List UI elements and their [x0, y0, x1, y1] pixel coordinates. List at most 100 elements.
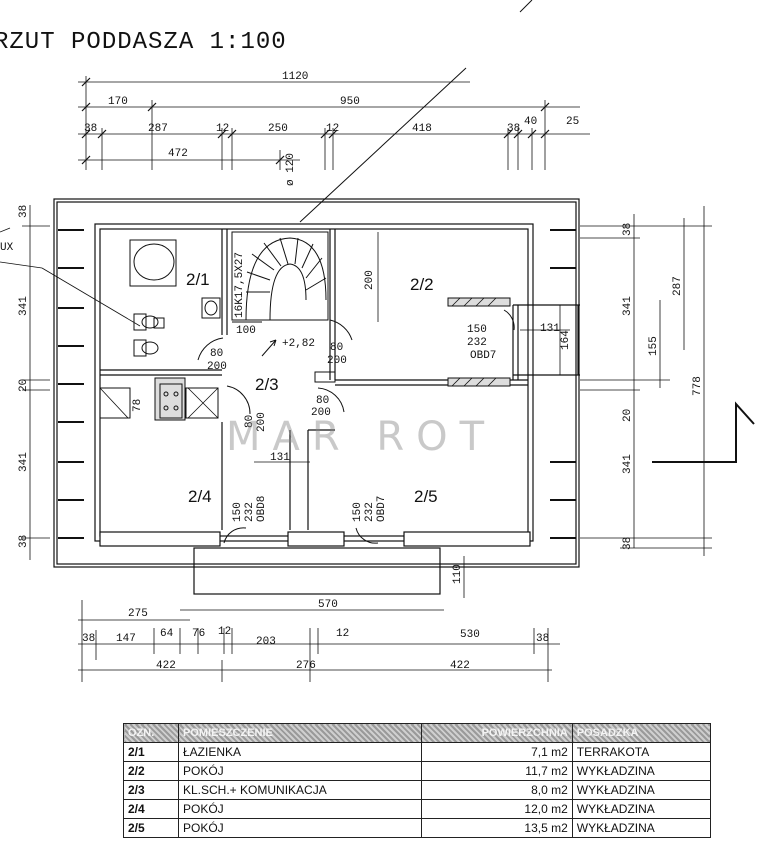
legend-code: 2/3	[123, 780, 179, 800]
dim-t250: 250	[268, 123, 288, 135]
dim-200: 200	[364, 270, 376, 290]
dim-t38b: 38	[507, 123, 520, 135]
window-2-2-height: 232	[467, 337, 487, 349]
table-row: 2/4 POKÓJ 12,0 m2 WYKŁADZINA	[123, 799, 712, 819]
left-dimensions	[22, 205, 50, 560]
legend-code: 2/5	[123, 818, 179, 838]
dim-b38b: 38	[536, 633, 549, 645]
legend-floor: WYKŁADZINA	[571, 780, 712, 800]
legend-header-row: OZN. POMIESZCZENIE POWIERZCHNIA POSADZKA	[123, 723, 712, 743]
dim-r341a: 341	[622, 296, 634, 316]
legend-header-code: OZN.	[123, 723, 179, 743]
dim-b38a: 38	[82, 633, 95, 645]
window-2-4-width: 150	[232, 502, 244, 522]
window-2-5-height: 232	[364, 502, 376, 522]
dim-b570: 570	[318, 599, 338, 611]
stairs-label: 16K17,5X27	[234, 252, 246, 318]
window-2-5-code: OBD7	[376, 496, 388, 522]
dim-l20: 20	[18, 379, 30, 392]
section-marker	[652, 401, 755, 463]
bathtub	[129, 239, 177, 287]
dim-t418: 418	[412, 123, 432, 135]
spiral-staircase	[231, 231, 329, 323]
balcony	[193, 547, 441, 595]
dim-b422a: 422	[156, 660, 176, 672]
legend-room-name: ŁAZIENKA	[178, 742, 422, 762]
legend-code: 2/4	[123, 799, 179, 819]
dim-t472: 472	[168, 148, 188, 160]
dim-l38-top: 38	[18, 205, 30, 218]
dim-t12b: 12	[326, 123, 339, 135]
door-b-height: 200	[327, 355, 347, 367]
door-c-height: 200	[256, 412, 268, 432]
level-label: +2,82	[282, 338, 315, 350]
dim-b275: 275	[128, 608, 148, 620]
door-d-width: 80	[316, 395, 329, 407]
right-dimensions	[580, 206, 712, 556]
legend-header-room: POMIESZCZENIE	[178, 723, 422, 743]
dim-b530: 530	[460, 629, 480, 641]
dim-b276: 276	[296, 660, 316, 672]
dim-r38a: 38	[622, 223, 634, 236]
dim-t25: 25	[566, 116, 579, 128]
legend-room-name: KL.SCH.+ KOMUNIKACJA	[178, 780, 422, 800]
toilet-icon	[133, 313, 165, 357]
room-label-2-2: 2/2	[410, 275, 434, 294]
legend-floor: WYKŁADZINA	[571, 761, 712, 781]
legend-room-name: POKÓJ	[178, 799, 422, 819]
room-label-2-3: 2/3	[255, 375, 279, 394]
dim-r778: 778	[692, 376, 704, 396]
dim-r20: 20	[622, 409, 634, 422]
dim-b12a: 12	[218, 626, 231, 638]
dim-131a: 131	[270, 452, 290, 464]
lux-label: UX	[0, 242, 14, 254]
dim-b147: 147	[116, 633, 136, 645]
dim-t12a: 12	[216, 123, 229, 135]
door-a-height: 200	[207, 361, 227, 373]
legend-floor: WYKŁADZINA	[571, 799, 712, 819]
table-row: 2/3 KL.SCH.+ KOMUNIKACJA 8,0 m2 WYKŁADZI…	[123, 780, 712, 800]
legend-room-name: POKÓJ	[178, 818, 422, 838]
dim-top-total: 1120	[282, 71, 308, 83]
window-2-5-width: 150	[352, 502, 364, 522]
door-c-width: 80	[244, 415, 256, 428]
legend-code: 2/1	[123, 742, 179, 762]
legend-area: 11,7 m2	[420, 761, 573, 781]
legend-area: 12,0 m2	[420, 799, 573, 819]
window-2-4-height: 232	[244, 502, 256, 522]
dim-t287: 287	[148, 123, 168, 135]
door-d-height: 200	[311, 407, 331, 419]
dim-b64: 64	[160, 628, 174, 640]
door-a-width: 80	[210, 348, 223, 360]
dim-b76: 76	[192, 628, 205, 640]
dim-r341b: 341	[622, 454, 634, 474]
door-b-width: 80	[330, 342, 343, 354]
watermark: MAR ROT	[226, 414, 496, 460]
dim-t40: 40	[524, 116, 537, 128]
table-row: 2/5 POKÓJ 13,5 m2 WYKŁADZINA	[123, 818, 712, 838]
dim-top-170: 170	[108, 96, 128, 108]
legend-area: 13,5 m2	[420, 818, 573, 838]
legend-room-name: POKÓJ	[178, 761, 422, 781]
dim-r155: 155	[648, 336, 660, 356]
dim-78: 78	[132, 399, 144, 412]
table-row: 2/1 ŁAZIENKA 7,1 m2 TERRAKOTA	[123, 742, 712, 762]
legend-area: 8,0 m2	[420, 780, 573, 800]
dim-r287: 287	[672, 276, 684, 296]
plan-title: RZUT PODDASZA 1:100	[0, 29, 287, 56]
window-2-2-code: OBD7	[470, 350, 496, 362]
top-dimensions	[78, 76, 590, 170]
roof-outline	[53, 198, 580, 568]
dim-100: 100	[236, 325, 256, 337]
floor-plan: RZUT PODDASZA 1:100 1120 170 950 38 287 …	[0, 0, 755, 682]
legend-floor: WYKŁADZINA	[571, 818, 712, 838]
dim-top-950: 950	[340, 96, 360, 108]
dim-r38b: 38	[622, 537, 634, 550]
legend-header-floor: POSADZKA	[571, 723, 712, 743]
dim-l341a: 341	[18, 296, 30, 316]
room-label-2-5: 2/5	[414, 487, 438, 506]
sink-icon	[201, 297, 221, 319]
dim-164: 164	[560, 330, 572, 350]
dim-b12b: 12	[336, 628, 349, 640]
dim-131b: 131	[540, 323, 560, 335]
